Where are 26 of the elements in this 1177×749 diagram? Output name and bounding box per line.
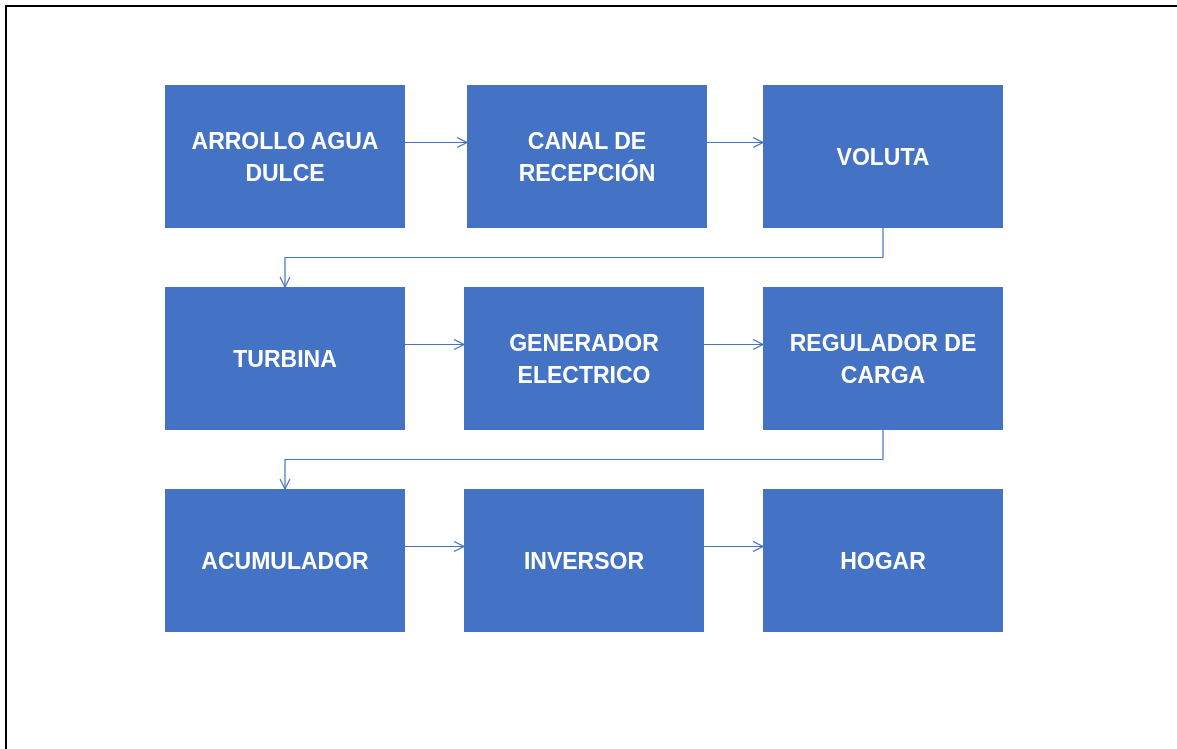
box-label: HOGAR (840, 546, 926, 576)
process-box (464, 489, 704, 632)
arrow (279, 429, 884, 490)
box-label: REGULADOR DE CARGA (788, 328, 978, 390)
box-label: ACUMULADOR (201, 546, 369, 576)
box-label: INVERSOR (523, 546, 645, 576)
box-label: GENERADOR ELECTRICO (508, 328, 660, 390)
process-box (763, 287, 1003, 430)
arrow (404, 540, 465, 553)
arrow (404, 136, 468, 149)
arrow (706, 136, 764, 149)
box-label: VOLUTA (836, 142, 930, 172)
process-box (467, 85, 707, 228)
process-box (165, 489, 405, 632)
process-box (464, 287, 704, 430)
box-label: TURBINA (233, 344, 337, 374)
process-box (165, 287, 405, 430)
process-box (763, 85, 1003, 228)
arrow (279, 227, 884, 288)
arrow (404, 338, 465, 351)
process-box (763, 489, 1003, 632)
box-label: ARROLLO AGUA DULCE (190, 126, 380, 188)
box-label: CANAL DE RECEPCIÓN (517, 126, 657, 188)
process-box (165, 85, 405, 228)
arrow (703, 338, 764, 351)
arrow (703, 540, 764, 553)
